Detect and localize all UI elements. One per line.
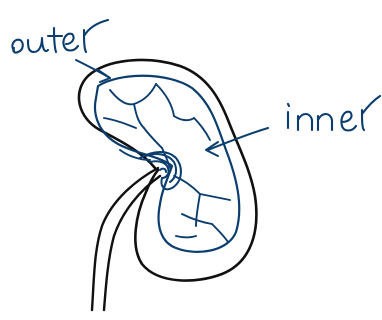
kidney-inner-outline <box>95 76 239 252</box>
ureter-line-right <box>104 176 160 310</box>
outer-label-handwriting <box>12 20 108 53</box>
inner-label-handwriting <box>288 96 380 131</box>
